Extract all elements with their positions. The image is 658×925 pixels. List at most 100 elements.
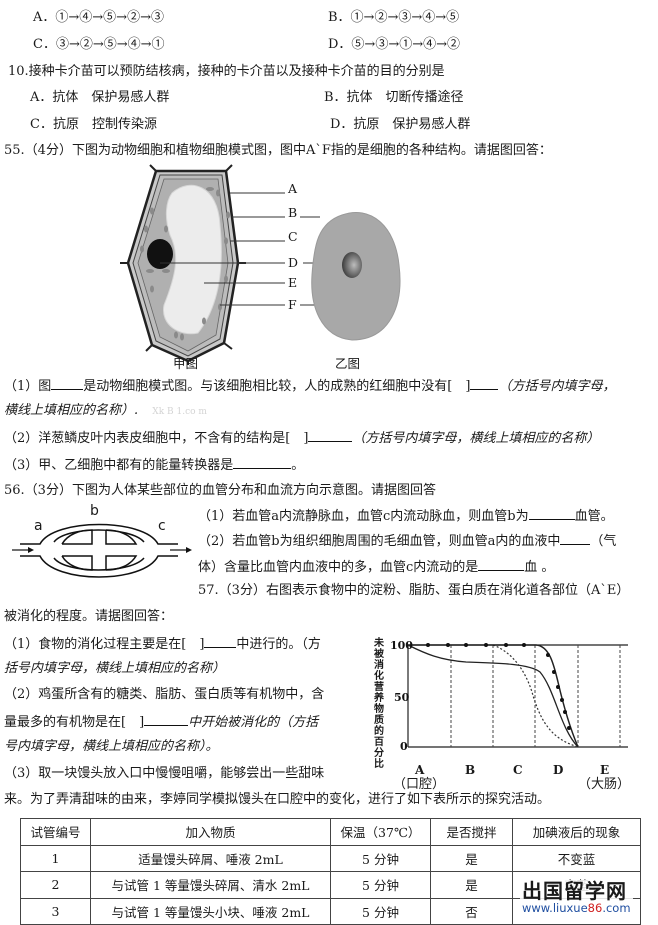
- q57-sub3: （3）取一块馒头放入口中慢慢咀嚼，能够尝出一些甜味: [4, 766, 325, 781]
- q55-stem: 55.（4分）下图为动物细胞和植物细胞模式图，图中A`F指的是细胞的各种结构。请…: [4, 143, 552, 158]
- table-cell: 与试管 1 等量馒头碎屑、清水 2mL: [90, 871, 331, 899]
- q56-sub2-text-d: 血 。: [524, 560, 555, 575]
- table-header: 加入物质: [90, 818, 331, 846]
- q56-sub1-text-b: 血管。: [574, 509, 614, 524]
- table-header: 加碘液后的现象: [512, 818, 641, 846]
- caption-left: 甲图: [173, 356, 199, 371]
- cell-label-c: C: [288, 229, 298, 244]
- q55-sub1-text-c: （方括号内填字母，: [498, 379, 616, 394]
- q57-sub3-cont: 来。为了弄清甜味的由来，李婷同学模拟馒头在口腔中的变化，进行了如下表所示的探究活…: [4, 792, 551, 807]
- q55-sub2-text-b: （方括号内填字母，横线上填相应的名称）: [352, 431, 600, 446]
- answer-blank[interactable]: [144, 712, 189, 726]
- table-cell: 5 分钟: [330, 897, 431, 925]
- table-cell: 不变蓝: [512, 844, 641, 872]
- vessel-label-a: a: [34, 518, 43, 534]
- q55-sub1-text-a: （1）图: [4, 379, 52, 394]
- faint-watermark: Xk B 1.co m: [152, 407, 207, 417]
- chart-category-d: D: [553, 763, 564, 777]
- digestion-chart: 100 50 0: [390, 639, 628, 753]
- table-cell: 与试管 1 等量馒头小块、唾液 2mL: [90, 897, 331, 925]
- cell-label-e: E: [288, 275, 298, 290]
- table-row: 1 适量馒头碎屑、唾液 2mL 5 分钟 是 不变蓝: [20, 844, 641, 872]
- chart-note-a: （口腔）: [393, 777, 446, 792]
- q55-sub3-text-a: （3）甲、乙细胞中都有的能量转换器是: [4, 458, 234, 473]
- svg-text:0: 0: [400, 740, 408, 753]
- blood-vessel-diagram: [12, 523, 192, 578]
- q9-option-d: D．⑤→③→①→④→②: [328, 37, 460, 52]
- table-cell: 否: [430, 897, 513, 925]
- cell-diagram: [120, 164, 401, 365]
- q56-sub1: （1）若血管a内流静脉血，血管c内流动脉血，则血管b为 血管。: [198, 506, 614, 526]
- table-header-row: 试管编号 加入物质 保温（37℃） 是否搅拌 加碘液后的现象: [20, 818, 641, 846]
- q56-stem: 56.（3分）下图为人体某些部位的血管分布和血流方向示意图。请据图回答: [4, 483, 436, 498]
- q57-sub2-cont: 量最多的有机物是在[ ] 中开始被消化的（方括: [4, 712, 318, 732]
- svg-text:50: 50: [394, 691, 410, 704]
- cell-label-f: F: [288, 297, 297, 312]
- chart-ylabel: 未被消化营养物质的百分比: [374, 638, 384, 770]
- q57-sub2-text-b: 量最多的有机物是在[ ]: [4, 715, 145, 730]
- answer-blank[interactable]: [478, 557, 525, 571]
- table-cell: 变蓝: [512, 871, 641, 899]
- q10-option-b: B．抗体 切断传播途径: [324, 90, 464, 105]
- chart-category-b: B: [465, 763, 476, 777]
- table-header: 是否搅拌: [430, 818, 513, 846]
- q9-option-b: B．①→②→③→④→⑤: [328, 10, 460, 25]
- q10-option-d: D．抗原 保护易感人群: [330, 117, 471, 132]
- table-cell: 2: [20, 871, 91, 899]
- answer-blank[interactable]: [308, 428, 353, 442]
- table-cell: [512, 897, 641, 925]
- q55-sub1-text-d: 横线上填相应的名称）.: [4, 403, 139, 418]
- q57-sub2-cont2: 号内填字母，横线上填相应的名称）。: [4, 739, 219, 754]
- q56-sub2-text-a: （2）若血管b为组织细胞周围的毛细血管，则血管a内的血液中: [198, 534, 561, 549]
- q55-sub2-text-a: （2）洋葱鳞皮叶内表皮细胞中，不含有的结构是[ ]: [4, 431, 309, 446]
- table-cell: 5 分钟: [330, 871, 431, 899]
- q10-stem: 10.接种卡介苗可以预防结核病，接种的卡介苗以及接种卡介苗的目的分别是: [8, 64, 445, 79]
- chart-category-e: E: [600, 763, 610, 777]
- chart-note-e: （大肠）: [578, 777, 631, 792]
- answer-blank[interactable]: [470, 376, 499, 390]
- q57-stem-b: 被消化的程度。请据图回答：: [4, 609, 174, 624]
- q55-sub2: （2）洋葱鳞皮叶内表皮细胞中，不含有的结构是[ ] （方括号内填字母，横线上填相应…: [4, 428, 599, 448]
- table-cell: 适量馒头碎屑、唾液 2mL: [90, 844, 331, 872]
- answer-blank[interactable]: [51, 376, 84, 390]
- table-cell: 1: [20, 844, 91, 872]
- vessel-label-b: b: [90, 503, 99, 519]
- answer-blank[interactable]: [560, 531, 591, 545]
- q56-sub2-text-c: 体）含量比血管内血液中的多，血管c内流动的是: [198, 560, 479, 575]
- svg-text:100: 100: [390, 639, 413, 652]
- q9-option-a: A．①→④→⑤→②→③: [33, 10, 164, 25]
- q57-sub1-text-a: （1）食物的消化过程主要是在[ ]: [4, 637, 205, 652]
- experiment-table: 试管编号 加入物质 保温（37℃） 是否搅拌 加碘液后的现象 1 适量馒头碎屑、…: [20, 818, 641, 925]
- table-row: 2 与试管 1 等量馒头碎屑、清水 2mL 5 分钟 是 变蓝: [20, 871, 641, 899]
- q55-sub1: （1）图 是动物细胞模式图。与该细胞相比较，人的成熟的红细胞中没有[ ] （方括号内…: [4, 376, 615, 396]
- q56-sub2-text-b: （气: [590, 534, 617, 549]
- q55-sub1-cont: 横线上填相应的名称）. Xk B 1.co m: [4, 402, 207, 421]
- chart-category-c: C: [513, 763, 523, 777]
- q9-option-c: C．③→②→⑤→④→①: [33, 37, 165, 52]
- plant-cell-figure: [120, 164, 246, 365]
- q55-sub3-text-b: 。: [291, 458, 305, 473]
- q57-sub1-cont: 括号内填字母，横线上填相应的名称）: [4, 661, 226, 676]
- table-header: 试管编号: [20, 818, 91, 846]
- answer-blank[interactable]: [204, 634, 237, 648]
- chart-category-a: A: [415, 763, 425, 777]
- table-cell: 3: [20, 897, 91, 925]
- answer-blank[interactable]: [233, 455, 292, 469]
- cell-label-d: D: [288, 255, 299, 270]
- table-cell: 是: [430, 844, 513, 872]
- q56-sub1-text-a: （1）若血管a内流静脉血，血管c内流动脉血，则血管b为: [198, 509, 529, 524]
- answer-blank[interactable]: [528, 506, 575, 520]
- q10-option-c: C．抗原 控制传染源: [30, 117, 157, 132]
- q57-sub2: （2）鸡蛋所含有的糖类、脂肪、蛋白质等有机物中，含: [4, 687, 325, 702]
- q57-sub1: （1）食物的消化过程主要是在[ ]中进行的。（方: [4, 634, 321, 654]
- cell-label-b: B: [288, 205, 298, 220]
- q56-sub2: （2）若血管b为组织细胞周围的毛细血管，则血管a内的血液中 （气: [198, 531, 616, 551]
- cell-label-a: A: [288, 181, 298, 196]
- vessel-label-c: c: [158, 518, 166, 534]
- q55-sub1-text-b: 是动物细胞模式图。与该细胞相比较，人的成熟的红细胞中没有[ ]: [83, 379, 471, 394]
- q57-sub2-text-c: 中开始被消化的（方括: [188, 715, 319, 730]
- table-cell: 5 分钟: [330, 844, 431, 872]
- q56-sub2-cont: 体）含量比血管内血液中的多，血管c内流动的是 血 。: [198, 557, 554, 577]
- q10-option-a: A．抗体 保护易感人群: [30, 90, 170, 105]
- animal-cell-figure: [311, 211, 401, 341]
